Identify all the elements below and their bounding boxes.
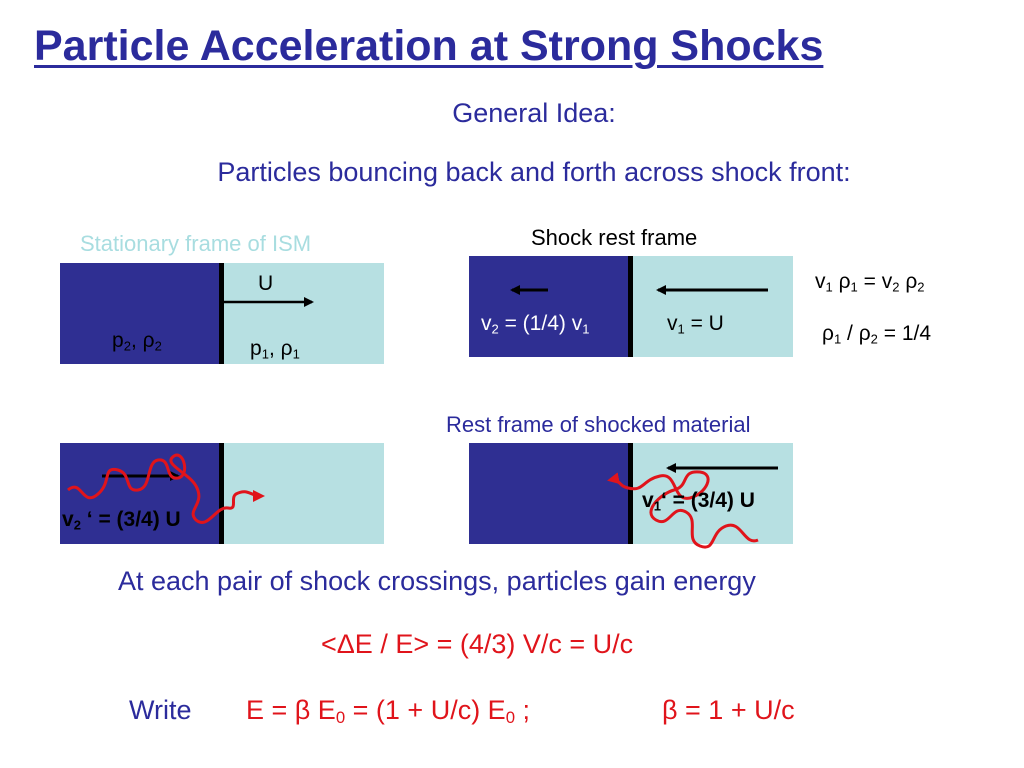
downstream-region xyxy=(469,256,631,357)
downstream-region xyxy=(469,443,631,544)
general-idea-heading: General Idea: xyxy=(452,98,616,128)
downstream-velocity-prime-label: v2 ‘ = (3/4) U xyxy=(62,508,181,533)
energy-gain-statement: At each pair of shock crossings, particl… xyxy=(118,566,756,596)
downstream-region xyxy=(60,443,222,544)
particle-path xyxy=(67,453,265,524)
downstream-state-label: p2, ρ2 xyxy=(112,329,162,354)
downstream-region xyxy=(60,263,222,364)
shock-front-line xyxy=(219,443,224,544)
shocked-rest-frame-label: Rest frame of shocked material xyxy=(446,412,751,437)
shock-front-line xyxy=(219,263,224,364)
upstream-region xyxy=(631,256,793,357)
continuity-relation: v1 ρ1 = v2 ρ2 xyxy=(815,270,925,295)
shock-rest-frame-label: Shock rest frame xyxy=(531,225,698,250)
shock-speed-label: U xyxy=(258,272,274,295)
stationary-frame-label: Stationary frame of ISM xyxy=(80,231,312,256)
particle-path xyxy=(607,470,759,549)
upstream-region xyxy=(222,263,384,364)
bouncing-description: Particles bouncing back and forth across… xyxy=(217,157,851,187)
stationary-frame-panel: U p2, ρ2 p1, ρ1 xyxy=(60,263,384,364)
mean-energy-gain-formula: <ΔE / E> = (4/3) V/c = U/c xyxy=(321,629,634,659)
density-ratio-relation: ρ1 / ρ2 = 1/4 xyxy=(822,322,932,347)
upstream-velocity-label: v1 = U xyxy=(667,312,724,337)
upstream-velocity-prime-label: v1‘ = (3/4) U xyxy=(642,489,755,514)
energy-formula: E = β E0 = (1 + U/c) E0 ; xyxy=(246,695,531,728)
shock-front-line xyxy=(628,443,633,544)
upstream-region xyxy=(631,443,793,544)
upstream-state-label: p1, ρ1 xyxy=(250,337,300,362)
shock-front-line xyxy=(628,256,633,357)
downstream-crossing-panel xyxy=(60,443,384,544)
beta-formula: β = 1 + U/c xyxy=(662,695,795,725)
slide-title: Particle Acceleration at Strong Shocks xyxy=(34,22,824,70)
downstream-velocity-label: v2 = (1/4) v1 xyxy=(481,312,590,337)
write-label: Write xyxy=(129,695,192,725)
upstream-crossing-panel xyxy=(469,443,793,544)
shock-rest-frame-panel: v2 = (1/4) v1 v1 = U xyxy=(469,256,793,357)
